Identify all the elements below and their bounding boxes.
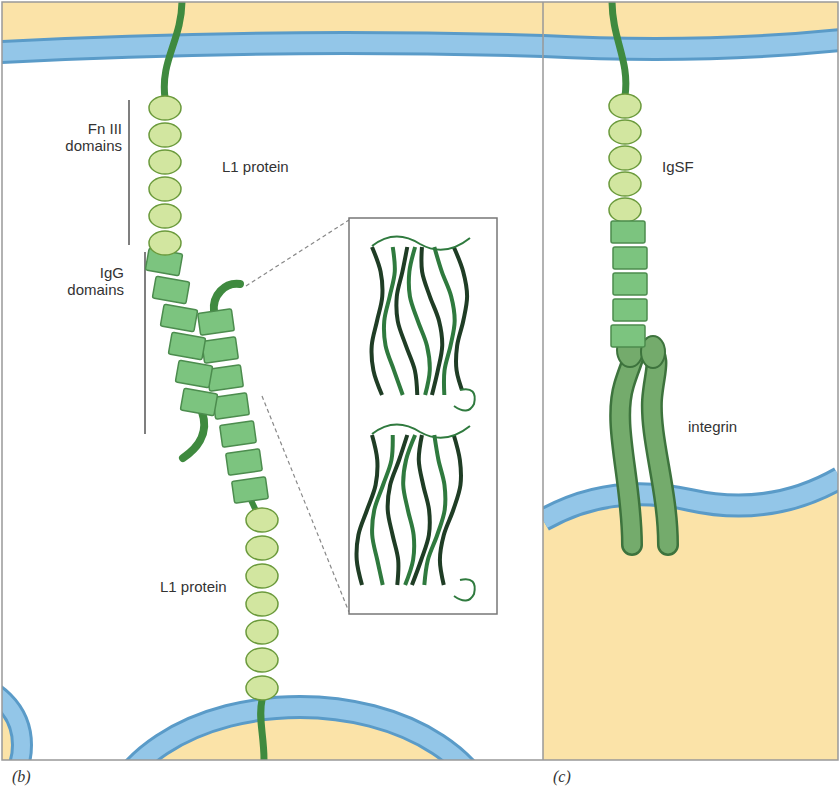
beta-strand	[388, 435, 408, 585]
beta-strand	[396, 247, 417, 395]
membrane	[105, 707, 495, 760]
protein-stalk	[612, 2, 626, 96]
igg-domain	[613, 273, 647, 295]
panel-label: (b)	[12, 768, 31, 786]
beta-strand	[409, 247, 430, 395]
fn3-domain	[609, 94, 641, 118]
fn3-domain	[149, 123, 181, 147]
cytoplasm	[543, 2, 838, 49]
domains	[609, 94, 647, 347]
fn3-domain	[246, 676, 278, 700]
protein-stalk	[261, 700, 264, 760]
protein-tail	[214, 284, 240, 312]
fn3-domain	[246, 508, 278, 532]
igg-domain	[613, 299, 647, 321]
protein-label: IgSF	[662, 158, 694, 175]
beta-strand	[454, 247, 467, 395]
protein-label: L1 protein	[160, 578, 227, 595]
membrane	[2, 43, 543, 52]
membrane	[543, 40, 838, 49]
fn3-domain	[149, 177, 181, 201]
ribbon-structure	[357, 236, 475, 600]
fn3-domain	[609, 198, 641, 222]
panel-label: (c)	[553, 768, 571, 786]
panel-c	[543, 2, 838, 760]
fn3-domain	[149, 231, 181, 255]
igg-domain	[220, 421, 257, 448]
fn3-domain	[149, 96, 181, 120]
membrane	[2, 43, 543, 52]
protein-tail	[183, 412, 204, 458]
fn3-domain	[609, 146, 641, 170]
zoom-line	[246, 220, 349, 286]
cell	[543, 478, 838, 760]
beta-strand	[424, 435, 445, 585]
membrane	[2, 683, 22, 760]
igg-domain	[202, 337, 239, 364]
membrane	[543, 478, 838, 520]
igg-domain	[175, 360, 212, 388]
beta-strand	[372, 247, 383, 395]
protein-stalk	[164, 2, 182, 98]
fn3-domain	[246, 648, 278, 672]
igg-domain	[168, 332, 205, 360]
igg-domain	[180, 388, 217, 416]
region-label: Fn III domains	[50, 120, 122, 155]
igg-domain	[152, 276, 189, 304]
igg-domain	[613, 247, 647, 269]
beta-strand	[384, 247, 403, 395]
fn3-domain	[246, 592, 278, 616]
frame	[2, 2, 838, 760]
igg-domain	[213, 393, 250, 420]
beta-strand	[403, 435, 415, 585]
igg-domain	[226, 449, 263, 476]
beta-strand	[440, 435, 461, 585]
igg-domain	[232, 477, 269, 504]
panel-divider	[542, 2, 544, 760]
fn3-domain	[149, 204, 181, 228]
membrane	[543, 40, 838, 49]
fn3-domain	[246, 564, 278, 588]
bracket-line	[144, 252, 146, 434]
integrin-symbol	[617, 333, 668, 545]
loop	[454, 579, 475, 600]
fn3-domain	[149, 150, 181, 174]
inset-box	[349, 218, 497, 614]
protein-label: integrin	[688, 418, 737, 435]
fn3-domain	[609, 120, 641, 144]
domains	[145, 96, 278, 700]
protein-label: L1 protein	[222, 158, 289, 175]
igg-domain	[611, 325, 645, 347]
fn3-domain	[609, 172, 641, 196]
igg-domain	[160, 304, 197, 332]
loop	[372, 424, 470, 437]
fn3-domain	[246, 536, 278, 560]
igg-domain	[611, 221, 645, 243]
fn3-domain	[246, 620, 278, 644]
region-label: IgG domains	[52, 264, 124, 299]
panel-b	[2, 2, 543, 760]
beta-strand	[434, 247, 454, 395]
bracket-line	[128, 100, 130, 245]
cytoplasm	[2, 2, 543, 52]
cell	[105, 707, 495, 760]
membrane	[543, 478, 838, 520]
loop	[372, 236, 470, 249]
loop	[454, 389, 475, 410]
igg-domain	[198, 309, 235, 336]
cell	[2, 683, 22, 760]
